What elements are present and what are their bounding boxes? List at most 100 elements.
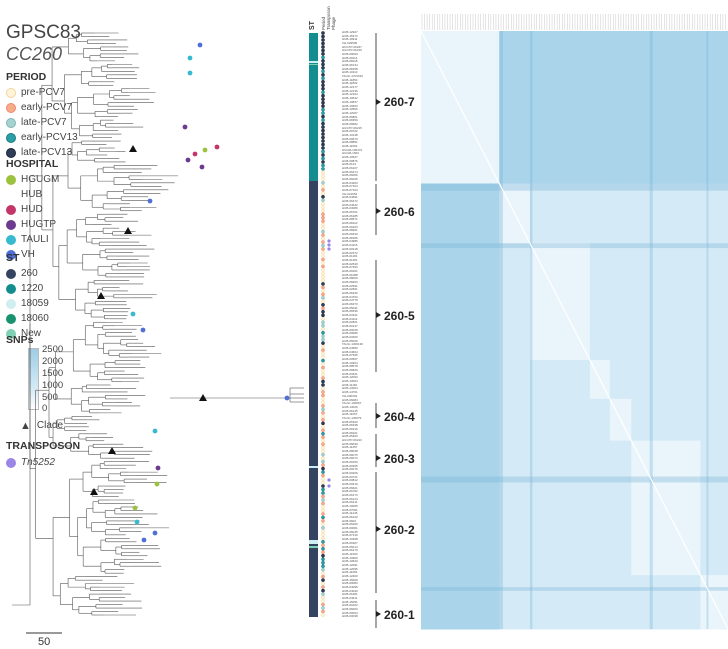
period-dot	[321, 153, 325, 157]
tip-label: HUB-13004	[342, 386, 358, 391]
period-dot	[321, 128, 325, 133]
hospital-heading: HOSPITAL	[6, 158, 59, 170]
tip-label: HUB-12136	[342, 88, 358, 93]
clade-label-260-1: 260-1	[384, 608, 415, 622]
period-dot	[321, 254, 325, 258]
period-dot	[321, 417, 325, 422]
period-dot	[321, 588, 325, 593]
period-legend: pre-PCV7 early-PCV7 late-PCV7 early-PCV1…	[6, 85, 78, 160]
hospital-tip-dot	[147, 198, 153, 204]
period-dot	[321, 316, 325, 321]
period-dot	[321, 515, 325, 520]
snps-color-bar	[28, 348, 39, 410]
tip-label: HUB-09670	[342, 136, 358, 141]
hospital-tip-dot	[202, 147, 208, 153]
tip-label: HUB-11246	[342, 511, 358, 516]
tip-label: HUB-00721	[342, 474, 358, 479]
tip-label: HUB-07130	[342, 533, 358, 538]
tip-label: HUGTP-06213	[342, 437, 362, 442]
clade-triangle-icon	[90, 488, 98, 495]
tip-label: HUB-00049	[342, 327, 358, 332]
hospital-tip-dot	[155, 465, 161, 471]
period-dot	[321, 59, 325, 63]
tip-label: HUB-08110	[342, 221, 358, 226]
tip-label: HUB-10653	[342, 103, 358, 108]
heatmap-block	[700, 440, 728, 576]
tip-label: HUB-06370	[342, 301, 358, 306]
tip-label: HUGTP-06237	[342, 44, 362, 49]
tip-label: HUGTP-06210	[342, 48, 362, 53]
period-dot	[321, 480, 325, 485]
period-dot	[321, 41, 325, 46]
tip-label: TAULI-100079	[342, 415, 362, 420]
tip-label: HUB-00147	[342, 324, 358, 328]
tip-label: HUB-10110	[342, 70, 358, 75]
tip-label: HUB-06201	[342, 268, 358, 273]
period-dot	[321, 606, 325, 610]
period-dot	[321, 257, 325, 262]
period-dot	[321, 278, 325, 283]
period-dot	[321, 553, 325, 558]
tip-label: HUB-00305	[342, 463, 358, 468]
pre-pcv7-swatch	[6, 87, 16, 98]
period-dot	[321, 581, 325, 586]
period-item-early-pcv13: early-PCV13	[6, 130, 78, 145]
clade-bracket-arrow	[376, 413, 381, 419]
period-dot	[321, 79, 325, 84]
transposon-item-tn5252: Tn5252	[6, 455, 55, 470]
tip-label: HUB-10547	[342, 154, 358, 159]
heatmap-block	[631, 398, 701, 442]
period-dot	[321, 369, 325, 373]
triangle-icon: ▲	[20, 419, 31, 432]
heatmap-block	[529, 575, 591, 630]
period-dot	[321, 505, 325, 509]
period-item-early-pcv7: early-PCV7	[6, 100, 78, 115]
hospital-tip-dot	[152, 530, 158, 536]
tip-label: HUB-08009	[342, 276, 358, 281]
period-dot	[321, 34, 325, 39]
heatmap-block	[700, 398, 728, 442]
figure-subtitle: CC260	[6, 44, 63, 64]
heatmap-block	[499, 440, 531, 576]
heatmap-stripe	[421, 243, 728, 249]
clade-triangle-icon	[108, 447, 116, 454]
tip-label: HUB-08851	[342, 140, 358, 145]
heatmap-block	[529, 398, 591, 442]
tip-label: HUB-03300	[342, 335, 358, 340]
tip-label: HUB-01052	[342, 489, 358, 494]
scale-bar-label: 50	[38, 636, 51, 648]
tip-label: HUB-0602	[342, 518, 357, 523]
clade-triangle-icon	[124, 227, 132, 234]
tip-label: TAULI-1300136	[342, 342, 363, 347]
tip-label: HUB-06134	[342, 63, 358, 68]
st-item-1220: 1220	[6, 281, 49, 296]
hospital-tip-dot	[187, 70, 193, 76]
hospital-item-hud: HUD	[6, 202, 59, 217]
tip-label: HUB-06073	[342, 456, 358, 461]
tip-label: HUB-08671	[342, 217, 358, 222]
period-dot	[321, 167, 325, 171]
st-260-swatch	[6, 268, 16, 279]
tip-label: HUB-04986	[342, 239, 358, 244]
hospital-tip-dot	[140, 327, 146, 333]
tip-label: HUB-05026	[342, 338, 358, 343]
period-dot	[321, 609, 325, 614]
period-dot	[321, 431, 325, 436]
period-dot	[321, 229, 325, 234]
heatmap-block	[421, 183, 500, 244]
period-dot	[321, 208, 325, 213]
period-dot	[321, 341, 325, 346]
period-dot	[321, 344, 325, 349]
period-dot	[321, 250, 325, 255]
period-dot	[321, 299, 325, 304]
hospital-item-vh: VH	[6, 247, 59, 262]
period-dot	[321, 198, 325, 203]
tip-label: HUB-08186	[342, 235, 358, 240]
column-header-phage: Phage	[331, 16, 336, 30]
period-dot	[321, 187, 325, 192]
tip-label: HUB-06025	[342, 177, 358, 181]
period-dot	[321, 247, 325, 251]
tip-label: HUB-00038	[342, 614, 358, 619]
period-dot	[321, 459, 325, 464]
